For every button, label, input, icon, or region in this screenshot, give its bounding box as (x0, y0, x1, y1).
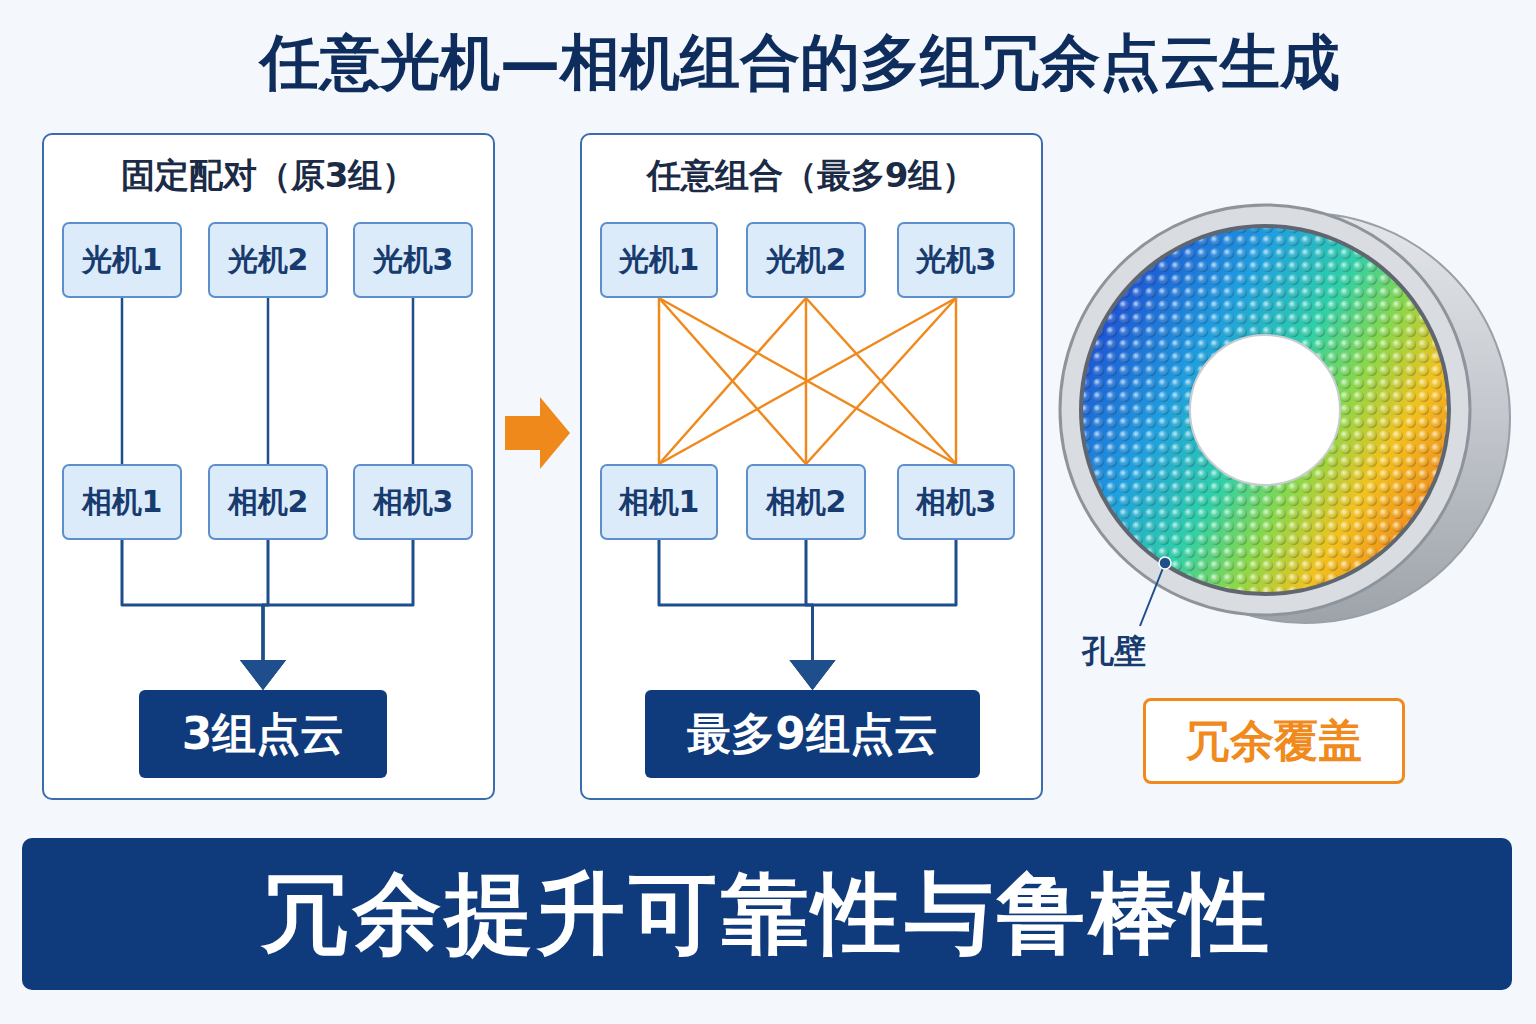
connector-line (658, 298, 661, 464)
device-box: 光机2 (208, 222, 328, 298)
connector-line (267, 298, 270, 464)
part-label: 孔壁 (1082, 632, 1146, 670)
arrow-head (790, 660, 836, 690)
panel-ground (42, 133, 495, 800)
leader-line (1140, 563, 1165, 626)
connector (659, 298, 806, 464)
panel-heading: 固定配对（原3组） (121, 155, 417, 196)
arrow-head (240, 660, 286, 690)
device-box: 相机2 (746, 464, 866, 540)
connector (956, 298, 957, 464)
node-text: 相机1 (82, 484, 163, 520)
connector-line (659, 298, 806, 464)
device-box: 相机3 (897, 464, 1015, 540)
connector (659, 540, 836, 690)
device-box: 光机2 (746, 222, 866, 298)
connector-line (659, 540, 813, 662)
device-box: 相机1 (600, 464, 718, 540)
device-box: 光机1 (62, 222, 182, 298)
connector (659, 298, 806, 464)
node-text: 相机2 (766, 484, 847, 520)
group-panel: 任意组合（最多9组） 光机1 光机2 光机3 相机1 相机2 相机3 最多9组点云 (580, 133, 1043, 800)
node-text: 光机1 (619, 242, 700, 278)
node-text: 光机2 (228, 242, 309, 278)
node-text: 相机2 (228, 484, 309, 520)
arrow-head (790, 660, 836, 690)
point-cloud-dots (1083, 228, 1447, 592)
label-holder: 孔壁 (1082, 632, 1146, 670)
bore-hole (1190, 335, 1340, 485)
node-text: 冗余覆盖 (1186, 715, 1362, 768)
arrow-head (240, 660, 286, 690)
group-panel: 固定配对（原3组） 光机1 光机2 光机3 相机1 相机2 相机3 3组点云 (42, 133, 495, 800)
cylinder-face (1060, 205, 1470, 615)
result-box: 3组点云 (139, 690, 387, 778)
node-text: 相机1 (619, 484, 700, 520)
connector-line (813, 540, 957, 662)
panel-ground (580, 133, 1043, 800)
connector (659, 298, 956, 464)
device-box: 光机3 (353, 222, 473, 298)
leader-dot (1159, 557, 1171, 569)
connector (790, 540, 957, 690)
node-text: 3组点云 (182, 708, 345, 761)
arrow-head (240, 660, 286, 690)
connector-line (955, 298, 958, 464)
connector-line (659, 298, 806, 464)
connector-line (806, 298, 956, 464)
device-box: 光机1 (600, 222, 718, 298)
node-text: 冗余提升可靠性与鲁棒性 (261, 861, 1273, 967)
connector (806, 298, 956, 464)
device-box: 相机2 (208, 464, 328, 540)
node-text: 光机2 (766, 242, 847, 278)
device-box: 相机1 (62, 464, 182, 540)
connector-line (806, 298, 956, 464)
connector (659, 298, 660, 464)
connector-line (263, 540, 413, 662)
point-cloud-ring (1083, 228, 1447, 592)
connector (806, 298, 956, 464)
summary-band: 冗余提升可靠性与鲁棒性 (22, 838, 1512, 990)
diagram-title: 任意光机—相机组合的多组冗余点云生成 (260, 26, 1340, 98)
connector (122, 298, 123, 464)
connector (122, 540, 286, 690)
node-text: 光机3 (373, 242, 454, 278)
connector (659, 298, 956, 464)
bore-rim (1079, 224, 1451, 596)
note-box: 冗余覆盖 (1143, 698, 1405, 784)
block-arrow-shape (505, 397, 570, 469)
panel-heading: 任意组合（最多9组） (647, 155, 977, 196)
node-text: 光机3 (916, 242, 997, 278)
node-text: 相机3 (373, 484, 454, 520)
node-text: 光机1 (82, 242, 163, 278)
connector (268, 298, 269, 464)
result-box: 最多9组点云 (645, 690, 980, 778)
arrow-head (790, 660, 836, 690)
device-box: 光机3 (897, 222, 1015, 298)
connector (413, 298, 414, 464)
connector-line (412, 298, 415, 464)
block-arrow (505, 397, 570, 469)
node-text: 最多9组点云 (687, 708, 938, 761)
connector-line (121, 298, 124, 464)
connector-line (659, 298, 956, 464)
connector (240, 540, 413, 690)
node-text: 相机3 (916, 484, 997, 520)
connector-line (659, 298, 956, 464)
device-box: 相机3 (353, 464, 473, 540)
connector-line (122, 540, 263, 662)
title-holder: 任意光机—相机组合的多组冗余点云生成 (64, 26, 1536, 98)
